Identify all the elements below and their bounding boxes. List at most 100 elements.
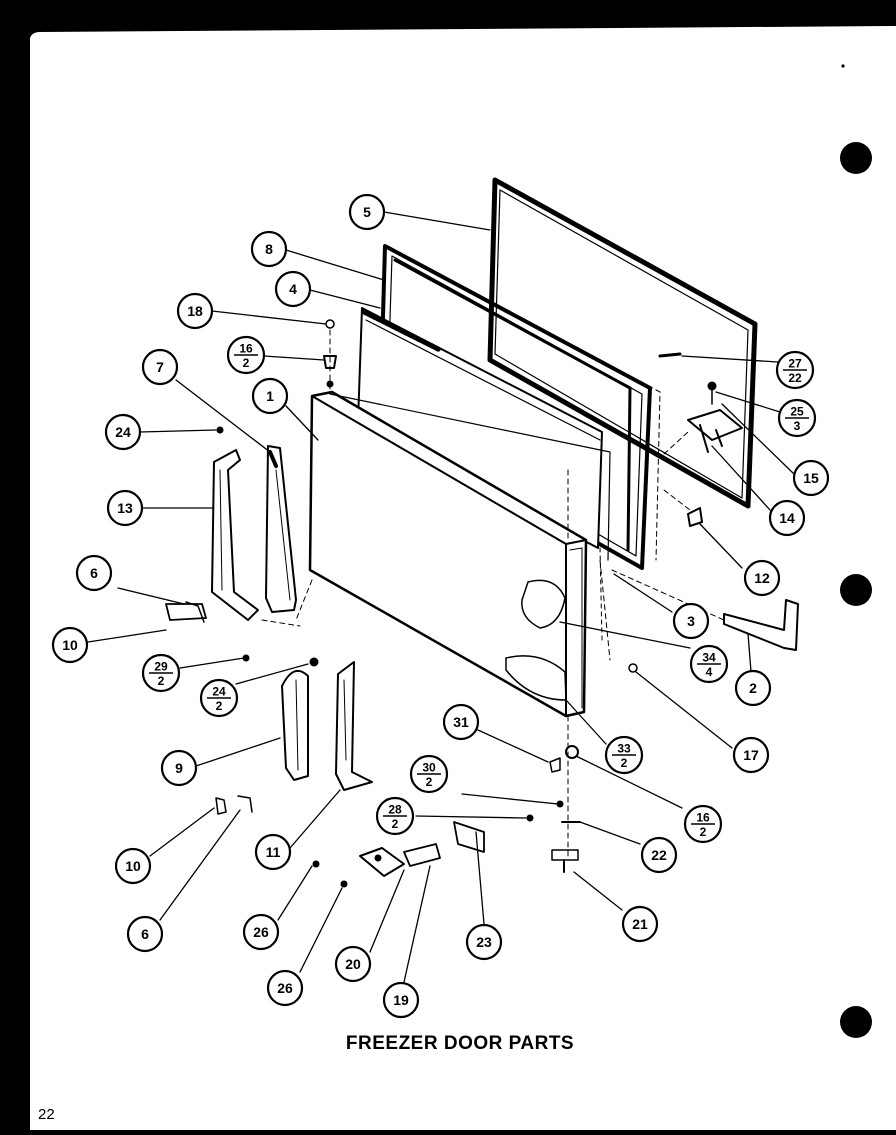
part-door-panel-1 (308, 390, 611, 718)
part-bracket-12 (687, 507, 703, 527)
callout-number: 17 (743, 747, 759, 763)
leader-lines (87, 211, 795, 983)
callout-quantity: 22 (788, 371, 802, 385)
callout-number: 24 (212, 685, 226, 699)
part-screw-27 (658, 352, 682, 358)
callout-c25: 253 (785, 405, 809, 433)
callout-number: 4 (289, 281, 297, 297)
callout-c1: 1 (266, 388, 274, 404)
callout-c14: 14 (779, 510, 795, 526)
part-trim-11 (335, 661, 373, 791)
callout-number: 18 (187, 303, 203, 319)
callout-number: 16 (696, 811, 710, 825)
diagram-title: FREEZER DOOR PARTS (345, 1033, 575, 1054)
callout-number: 3 (687, 613, 695, 629)
callout-c7: 7 (156, 359, 164, 375)
callout-number: 13 (117, 500, 133, 516)
callout-c18: 18 (187, 303, 203, 319)
part-screw-24b (309, 657, 319, 667)
page-number: 22 (38, 1106, 55, 1123)
callout-quantity: 2 (243, 356, 250, 370)
part-screw-26a (312, 860, 320, 868)
callout-quantity: 3 (794, 419, 801, 433)
callout-number: 22 (651, 847, 667, 863)
callout-c23: 23 (476, 934, 492, 950)
callout-number: 34 (702, 651, 716, 665)
callout-c21: 21 (632, 916, 648, 932)
speck (841, 64, 845, 68)
callout-number: 25 (790, 405, 804, 419)
part-breaker-4 (357, 307, 603, 549)
binder-hole (840, 574, 872, 606)
part-pin-21 (551, 849, 579, 873)
binder-hole (840, 1006, 872, 1038)
callout-c19: 19 (393, 992, 409, 1008)
callout-c22: 22 (651, 847, 667, 863)
callout-number: 20 (345, 956, 361, 972)
callout-c12: 12 (754, 570, 770, 586)
callout-number: 29 (154, 660, 168, 674)
callout-c6a: 6 (90, 565, 98, 581)
callout-number: 24 (115, 424, 131, 440)
callout-c8: 8 (265, 241, 273, 257)
callout-c16b: 162 (691, 811, 715, 839)
callout-number: 19 (393, 992, 409, 1008)
callout-quantity: 2 (216, 699, 223, 713)
part-hinge-bracket-2 (723, 599, 799, 651)
callout-number: 21 (632, 916, 648, 932)
part-gasket-5 (487, 177, 758, 509)
callout-c4: 4 (289, 281, 297, 297)
callout-quantity: 2 (621, 756, 628, 770)
callout-number: 16 (239, 342, 253, 356)
callout-c31: 31 (453, 714, 469, 730)
callout-c28: 282 (383, 803, 407, 831)
callout-c6b: 6 (141, 926, 149, 942)
callout-quantity: 2 (392, 817, 399, 831)
callout-number: 8 (265, 241, 273, 257)
part-hinge-14 (687, 409, 743, 453)
part-cap-6 (185, 601, 205, 623)
callout-c17: 17 (743, 747, 759, 763)
callout-number: 26 (277, 980, 293, 996)
callout-quantity: 4 (706, 665, 713, 679)
callout-c9: 9 (175, 760, 183, 776)
part-hinge-20 (359, 847, 405, 877)
callout-number: 5 (363, 204, 371, 220)
callout-number: 30 (422, 761, 436, 775)
part-trim-7 (265, 445, 297, 613)
callout-circles (51, 193, 830, 1019)
binder-hole (840, 142, 872, 174)
callout-c10a: 10 (62, 637, 78, 653)
callout-number: 2 (749, 680, 757, 696)
callout-c3: 3 (687, 613, 695, 629)
callout-quantity: 2 (700, 825, 707, 839)
part-screw-28 (526, 814, 534, 822)
part-screw-24a (216, 426, 224, 434)
callout-number: 27 (788, 357, 802, 371)
callout-number: 6 (90, 565, 98, 581)
callout-number: 11 (266, 844, 281, 860)
part-screw-26b (340, 880, 348, 888)
callout-number: 26 (253, 924, 269, 940)
part-bushing-16b (565, 745, 579, 759)
callout-number: 7 (156, 359, 164, 375)
callout-c33: 332 (612, 742, 636, 770)
callout-c26a: 26 (253, 924, 269, 940)
callout-quantity: 2 (158, 674, 165, 688)
part-hinge-19 (403, 843, 441, 867)
callout-quantity: 2 (426, 775, 433, 789)
callout-c13: 13 (117, 500, 133, 516)
part-screw-25 (707, 381, 717, 405)
callout-c16a: 162 (234, 342, 258, 370)
callout-number: 12 (754, 570, 770, 586)
callout-c11: 11 (266, 844, 281, 860)
callout-number: 23 (476, 934, 492, 950)
part-plate-23 (453, 821, 485, 853)
callout-number: 1 (266, 388, 274, 404)
callout-number: 14 (779, 510, 795, 526)
part-handle-13 (211, 449, 259, 621)
